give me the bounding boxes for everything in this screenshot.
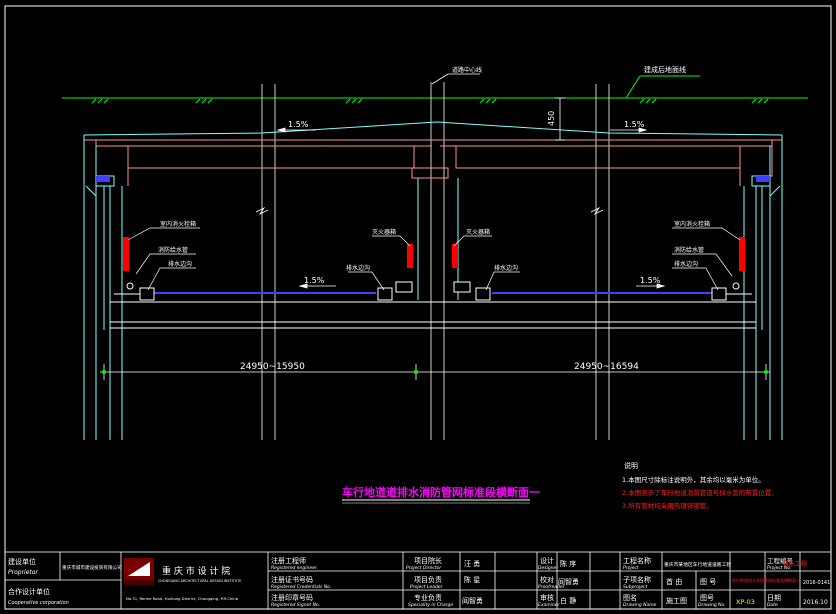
floor-slope-right: 1.5% bbox=[640, 276, 661, 285]
drawing-value: 车行地道排水消防管网标准段横断面一 bbox=[732, 577, 800, 583]
proj-director-label-en: Project Director bbox=[406, 565, 442, 571]
pavement-slope bbox=[83, 121, 783, 136]
hydrant-box-label-left: 室内消火栓箱 bbox=[160, 220, 196, 228]
drain-label-right: 排水边沟 bbox=[674, 260, 698, 268]
lamp-caps bbox=[96, 176, 770, 182]
cover-depth-label: 450 bbox=[547, 111, 556, 126]
seal-no-label-en: Registered Signet No. bbox=[271, 602, 320, 608]
institute-name-en: CHONGQING ARCHITECTURAL DESIGN INSTITUTE bbox=[158, 579, 241, 583]
sub-project-label: 子项名称 bbox=[623, 575, 651, 584]
spec-leader-label-en: Speciality in Charge bbox=[408, 602, 453, 608]
fire-pipe-label-right: 消防给水管 bbox=[674, 246, 704, 254]
stage-value: 施工图 bbox=[666, 596, 687, 605]
drawing-frame bbox=[4, 5, 832, 610]
proj-leader-label-en: Project Leader bbox=[410, 584, 444, 590]
person-1: 汪 勇 bbox=[464, 559, 480, 568]
proj-leader-label: 项目负责 bbox=[414, 575, 442, 584]
reg-engineer-label: 注册工程师 bbox=[271, 556, 306, 565]
designer-label-en: Designer bbox=[538, 565, 559, 571]
person-4: 白 静 bbox=[560, 596, 576, 605]
road-center-label: 道路中心线 bbox=[452, 66, 482, 74]
owner-label: 建设单位 bbox=[8, 557, 36, 566]
sub-project-value: 排水工程 bbox=[783, 560, 807, 568]
note-2: 2.本图表示了车行地道消防管道与排水管的布置位置。 bbox=[622, 488, 778, 497]
reg-engineer-label-en: Registered engineer bbox=[271, 565, 318, 571]
reviewer-label-en: Examiner bbox=[538, 602, 561, 608]
fire-ext-label-left: 灭火器箱 bbox=[372, 228, 396, 236]
slope-label-left: 1.5% bbox=[288, 120, 309, 129]
cert-no-label-en: Registered Credentials No. bbox=[271, 584, 331, 590]
date-value: 2016.10 bbox=[803, 599, 828, 606]
designer-label: 设计 bbox=[540, 556, 554, 565]
drain-label-center-right: 排水边沟 bbox=[494, 264, 518, 272]
sheet-label-en: Drawing No. bbox=[698, 602, 726, 608]
column-breaks bbox=[255, 206, 604, 216]
drain-label-center-left: 排水边沟 bbox=[346, 264, 370, 272]
date-label-en: Date bbox=[767, 602, 778, 608]
owner-value: 重庆市城市建设投资有限公司 bbox=[62, 564, 122, 571]
sheet-value: XP-03 bbox=[736, 598, 755, 606]
title-block-grid bbox=[4, 551, 832, 610]
date-label: 日期 bbox=[767, 594, 781, 602]
sub-project-label-en: Subproject bbox=[623, 584, 648, 590]
floor-slab bbox=[110, 301, 756, 329]
institute-logo bbox=[124, 558, 154, 585]
dimension-right: 24950~16594 bbox=[574, 362, 639, 372]
person-3b: 阎智勇 bbox=[558, 577, 579, 586]
checker-label: 校对 bbox=[540, 575, 554, 584]
job-value: 2016-0141 bbox=[803, 580, 830, 586]
drain-label-left: 排水边沟 bbox=[168, 260, 192, 268]
fire-pipe-label-left: 消防给水管 bbox=[158, 246, 188, 254]
partner-label-en: Cooperative corporation bbox=[8, 600, 69, 606]
dimension-ticks bbox=[102, 370, 768, 374]
fire-pipes bbox=[114, 282, 752, 295]
column-walls bbox=[417, 178, 459, 300]
slope-label-right: 1.5% bbox=[624, 120, 645, 129]
owner-label-en: Proprietor bbox=[8, 569, 38, 576]
person-3: 阎智勇 bbox=[462, 596, 483, 605]
seal-no-label: 注册印章号码 bbox=[271, 593, 313, 602]
column-lines bbox=[261, 82, 610, 440]
slope-arrows bbox=[276, 127, 666, 289]
road-center-leader bbox=[431, 73, 480, 85]
drain-ditches bbox=[139, 281, 727, 301]
proj-director-label: 项目院长 bbox=[414, 556, 442, 565]
drawing-name-label: 图名 bbox=[623, 593, 637, 602]
note-3: 3.所有管材均采用热镀锌钢管。 bbox=[622, 501, 713, 510]
sheet-label: 图号 bbox=[700, 594, 714, 602]
hydrant-boxes bbox=[123, 237, 745, 271]
checker-label-en: Proofreader bbox=[538, 584, 566, 590]
person-2: 陈 序 bbox=[560, 559, 576, 568]
reviewer-label: 审核 bbox=[540, 593, 554, 602]
dimension-left: 24950~15950 bbox=[240, 362, 305, 372]
notes-heading: 说明 bbox=[624, 461, 638, 470]
ground-line bbox=[62, 75, 808, 104]
project-label-en: Project bbox=[623, 565, 639, 571]
person-5: 陈 星 bbox=[464, 575, 480, 584]
dimension-line bbox=[100, 364, 770, 380]
project-label: 工程名称 bbox=[623, 556, 651, 565]
fire-ext-label-right: 灭火器箱 bbox=[466, 228, 490, 236]
job-label: 工程编号 bbox=[767, 556, 794, 565]
side-walls bbox=[83, 135, 783, 440]
hydrant-box-label-right: 室内消火栓箱 bbox=[674, 220, 710, 228]
finished-surface-label: 建成后地面线 bbox=[644, 65, 686, 74]
cover-dimension bbox=[555, 97, 565, 141]
institute-address: No.31, Renhe Road, Yuzhong District, Cho… bbox=[126, 596, 238, 601]
institute-name: 重 庆 市 设 计 院 bbox=[162, 565, 230, 577]
project-value: 重庆市某地区车行地道道路工程 bbox=[664, 561, 731, 568]
drawing-title: 车行地道道排水消防管网标准段横断面一 bbox=[342, 485, 540, 499]
first-value: 图 号 bbox=[700, 578, 716, 586]
first-stage: 首 由 bbox=[666, 577, 682, 586]
cert-no-label: 注册证书号码 bbox=[271, 575, 313, 584]
partner-label: 合作设计单位 bbox=[8, 587, 50, 596]
callout-leaders bbox=[127, 227, 741, 291]
floor-slope-left: 1.5% bbox=[304, 276, 325, 285]
note-1: 1.本图尺寸除标注说明外，其余均以毫米为单位。 bbox=[622, 475, 765, 484]
spec-leader-label: 专业负责 bbox=[414, 593, 442, 602]
job-label-en: Project No. bbox=[767, 565, 792, 571]
roof-slab bbox=[84, 139, 782, 186]
drawing-name-label-en: Drawing Name bbox=[623, 602, 657, 608]
